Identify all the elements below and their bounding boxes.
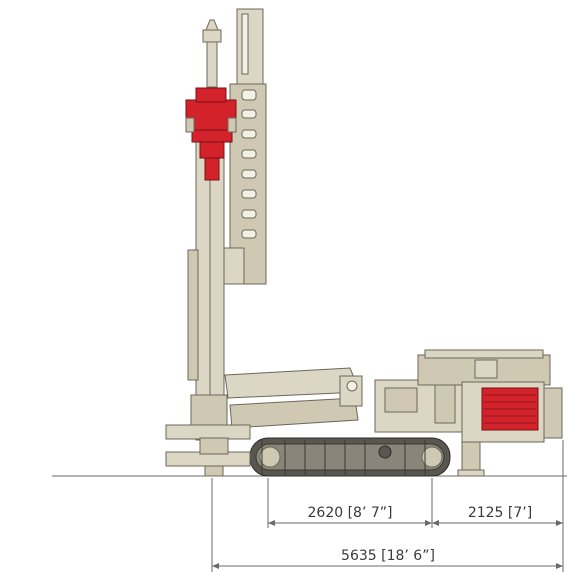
rear-outrigger-pad xyxy=(457,469,485,477)
drill-head xyxy=(185,87,237,181)
dimension-track-length: 2620 [8’ 7”] xyxy=(308,505,393,521)
crawler-track xyxy=(249,437,451,477)
label-bg xyxy=(330,545,450,563)
label-bg xyxy=(455,502,545,520)
rear-outrigger xyxy=(461,441,481,473)
dimension-overall-length: 5635 [18’ 6”] xyxy=(341,548,435,564)
dimension-rear-overhang: 2125 [7’] xyxy=(468,505,532,521)
radiator-grille xyxy=(481,387,539,431)
base-clamps xyxy=(165,424,251,477)
mast xyxy=(187,19,228,441)
label-bg xyxy=(296,502,406,520)
dimension-lines xyxy=(211,440,564,572)
boom-arms xyxy=(224,367,363,429)
guide-rail xyxy=(223,8,267,285)
